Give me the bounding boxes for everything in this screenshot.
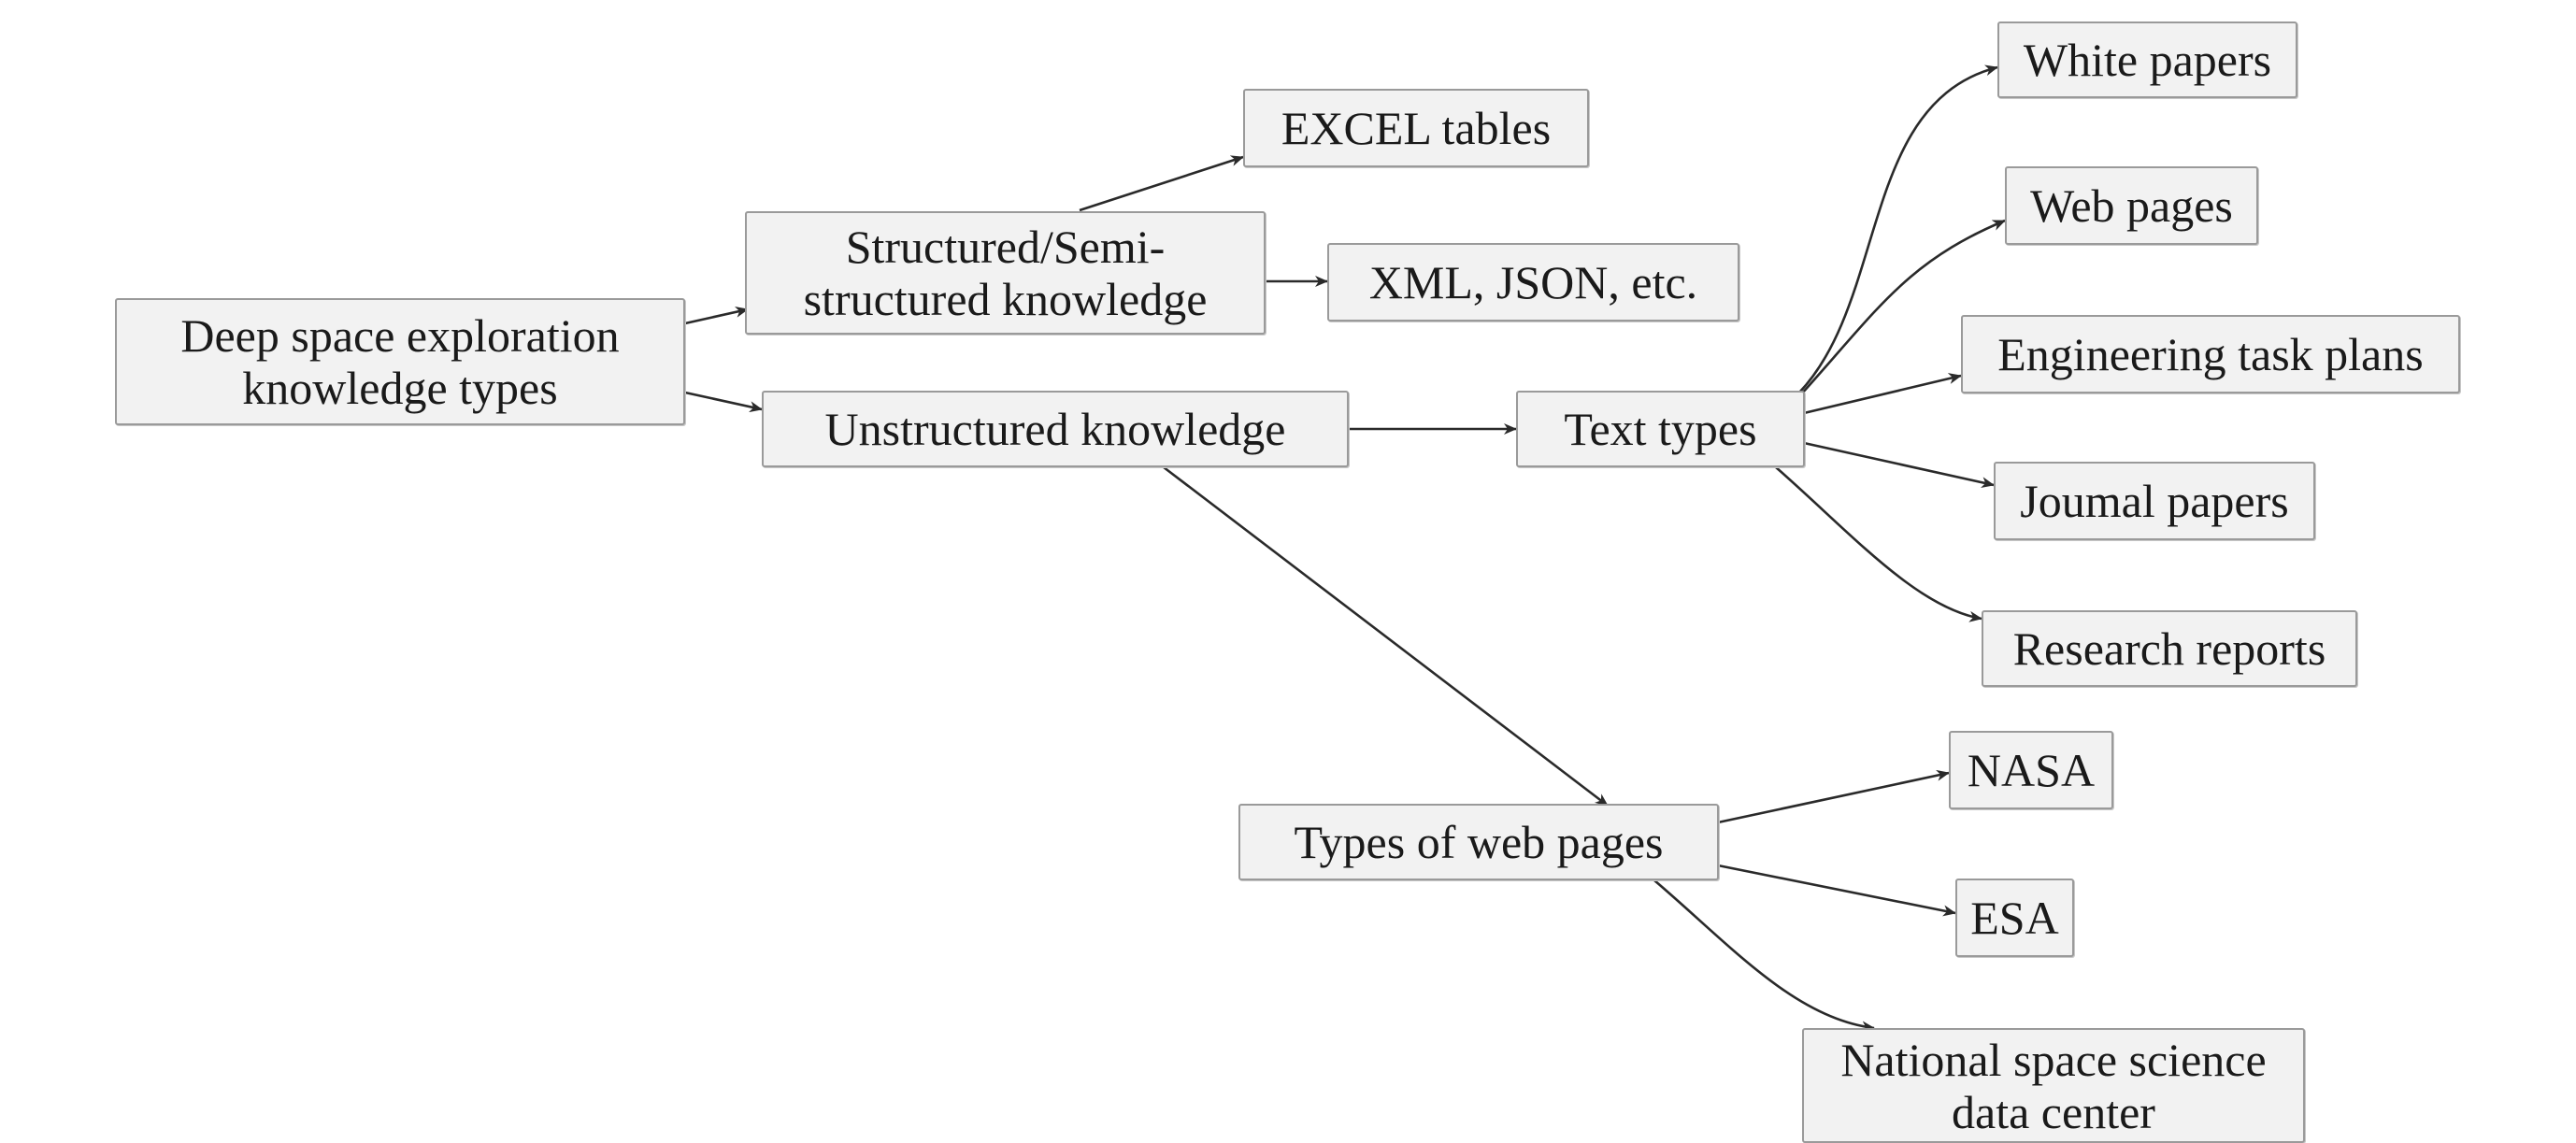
node-web-page-types: Types of web pages: [1238, 804, 1719, 880]
edge-text-types-to-journal: [1803, 441, 1995, 489]
edge-web-types-to-nasa: [1717, 769, 1950, 824]
edge-web-types-to-esa: [1717, 864, 1956, 917]
node-excel-tables: EXCEL tables: [1243, 89, 1589, 167]
node-root: Deep space exploration knowledge types: [115, 298, 685, 425]
edge-unstructured-to-web-types: [1163, 465, 1609, 807]
node-xml-json: XML, JSON, etc.: [1327, 243, 1739, 321]
edge-root-to-unstructured: [684, 391, 763, 413]
edge-text-types-to-engineering: [1803, 373, 1962, 415]
node-esa: ESA: [1955, 879, 2074, 957]
edge-text-types-to-white-papers: [1798, 64, 1998, 393]
edge-web-types-to-nssdc: [1653, 879, 1875, 1033]
node-text-types: Text types: [1516, 391, 1805, 467]
edge-root-to-structured: [684, 306, 749, 325]
node-unstructured-knowledge: Unstructured knowledge: [762, 391, 1349, 467]
node-engineering-task-plans: Engineering task plans: [1961, 315, 2460, 393]
node-research-reports: Research reports: [1982, 610, 2357, 687]
node-white-papers: White papers: [1997, 21, 2297, 98]
node-national-space-science-data-center: National space science data center: [1802, 1028, 2305, 1143]
node-structured-knowledge: Structured/Semi- structured knowledge: [745, 211, 1266, 335]
node-journal-papers: Joumal papers: [1994, 462, 2315, 540]
node-nasa: NASA: [1949, 731, 2113, 809]
node-web-pages: Web pages: [2005, 166, 2258, 245]
edge-text-types-to-research: [1775, 466, 1982, 622]
edge-structured-to-excel: [1079, 155, 1244, 212]
edge-text-types-to-web-pages: [1800, 219, 2006, 395]
